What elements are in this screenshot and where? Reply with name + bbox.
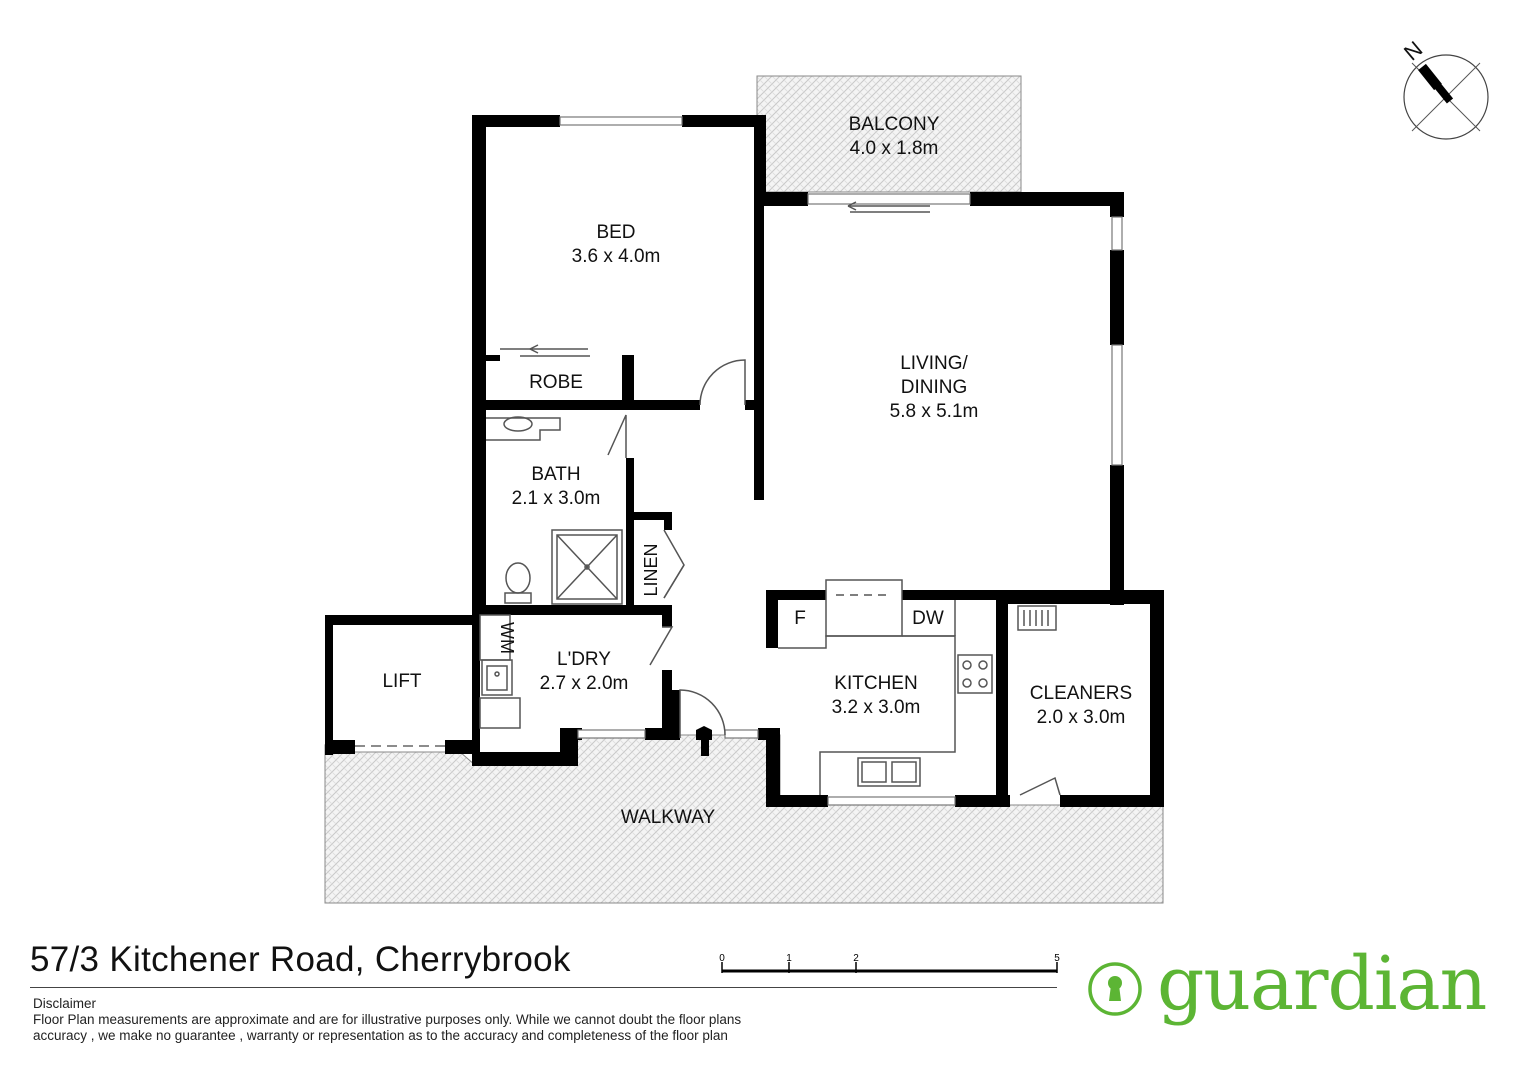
bed-size: 3.6 x 4.0m <box>572 246 661 267</box>
walls <box>325 115 1164 807</box>
disclaimer-line-2: accuracy , we make no guarantee , warran… <box>33 1028 728 1043</box>
bath-name: BATH <box>531 464 580 485</box>
robe-name: ROBE <box>529 372 583 393</box>
laundry-name: L'DRY <box>557 649 611 670</box>
windows <box>355 116 1123 806</box>
bath-size: 2.1 x 3.0m <box>512 488 601 509</box>
room-labels: BALCONY 4.0 x 1.8m BED 3.6 x 4.0m ROBE L… <box>382 114 1132 828</box>
balcony-name: BALCONY <box>849 114 940 135</box>
scale-tick-1: 1 <box>786 953 792 964</box>
lift-name: LIFT <box>382 671 421 692</box>
wm-name: WM <box>497 622 517 654</box>
walkway-area <box>324 734 1164 904</box>
sliding-doors <box>500 201 930 357</box>
kitchen-size: 3.2 x 3.0m <box>832 697 921 718</box>
linen-name: LINEN <box>641 543 661 596</box>
bed-name: BED <box>596 222 635 243</box>
living-name-line2: DINING <box>901 377 968 398</box>
cleaners-name: CLEANERS <box>1030 683 1132 704</box>
keyhole-icon <box>1088 962 1142 1016</box>
fridge-label: F <box>794 608 806 629</box>
living-size: 5.8 x 5.1m <box>890 401 979 422</box>
fixtures <box>479 416 1057 795</box>
walkway-name: WALKWAY <box>621 807 716 828</box>
scale-tick-5: 5 <box>1054 953 1060 964</box>
scale-bar: 0 1 2 5 <box>719 953 1060 973</box>
compass-label: N <box>1399 36 1427 65</box>
balcony-size: 4.0 x 1.8m <box>850 138 939 159</box>
laundry-size: 2.7 x 2.0m <box>540 673 629 694</box>
scale-tick-0: 0 <box>719 953 725 964</box>
brand-name: guardian <box>1157 941 1487 1027</box>
disclaimer: Disclaimer Floor Plan measurements are a… <box>33 996 741 1044</box>
property-address: 57/3 Kitchener Road, Cherrybrook <box>30 940 571 979</box>
disclaimer-title: Disclaimer <box>33 996 97 1011</box>
disclaimer-line-1: Floor Plan measurements are approximate … <box>33 1012 742 1027</box>
living-name-line1: LIVING/ <box>900 353 968 374</box>
dishwasher-label: DW <box>912 608 944 629</box>
cleaners-size: 2.0 x 3.0m <box>1037 707 1126 728</box>
footer-divider <box>30 987 1057 988</box>
scale-tick-2: 2 <box>853 953 859 964</box>
swing-doors <box>607 359 1061 796</box>
north-arrow-icon: N <box>1399 36 1489 140</box>
kitchen-name: KITCHEN <box>834 673 917 694</box>
brand-logo: guardian <box>1085 941 1505 1035</box>
balcony-area <box>756 75 1022 193</box>
